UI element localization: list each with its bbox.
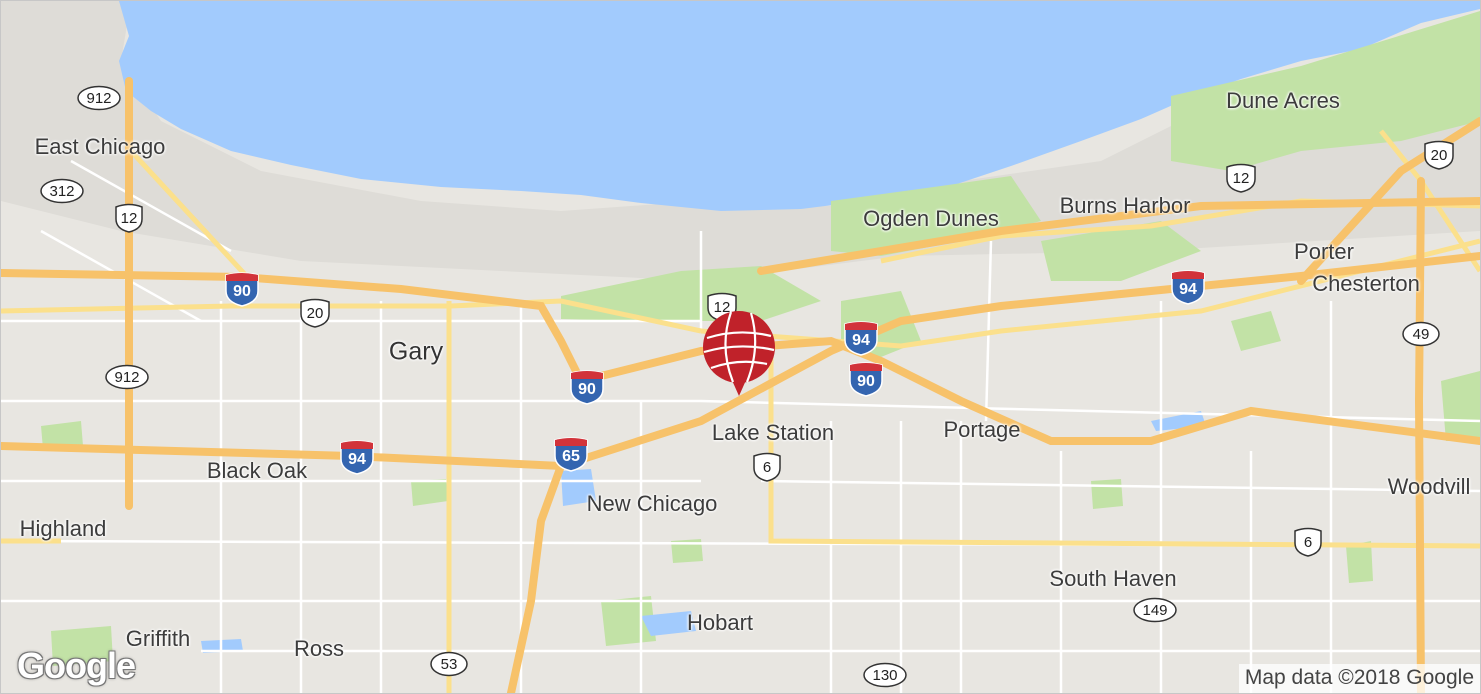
state-shield-icon: [1133, 597, 1177, 623]
state-route-shield: 912: [104, 364, 150, 390]
us-shield-icon: [1226, 163, 1256, 193]
place-label-south-haven: South Haven: [1049, 566, 1177, 591]
us-shield-icon: [300, 298, 330, 328]
place-label-ogden-dunes: Ogden Dunes: [863, 206, 999, 231]
globe-pin-icon[interactable]: [701, 310, 777, 398]
google-logo[interactable]: Google: [17, 645, 136, 686]
state-route-shield: 312: [39, 178, 85, 204]
state-shield-icon: [1402, 321, 1440, 347]
interstate-shield-icon: [570, 370, 604, 405]
interstate-shield-icon: [844, 321, 878, 356]
place-label-woodville: Woodvill: [1387, 474, 1471, 499]
place-label-new-chicago: New Chicago: [586, 491, 718, 516]
us-route-shield: 20: [298, 298, 332, 328]
place-label-portage: Portage: [943, 417, 1021, 442]
state-shield-icon: [430, 651, 468, 677]
place-label-hobart: Hobart: [686, 610, 754, 635]
state-shield-icon: [77, 85, 121, 111]
map-attribution: Map data ©2018 Google: [1238, 664, 1480, 693]
state-route-shield: 130: [862, 662, 908, 688]
place-label-black-oak: Black Oak: [206, 458, 308, 483]
state-route-shield: 53: [429, 651, 469, 677]
interstate-shield-icon: [554, 437, 588, 472]
place-label-east-chicago: East Chicago: [34, 134, 166, 159]
interstate-shield: 90: [224, 271, 260, 307]
us-shield-icon: [753, 452, 781, 482]
place-label-gary: Gary: [388, 337, 444, 366]
us-route-shield: 6: [1292, 527, 1324, 557]
interstate-shield-icon: [849, 362, 883, 397]
place-label-dune-acres: Dune Acres: [1226, 88, 1340, 113]
place-label-lake-station: Lake Station: [711, 420, 835, 445]
interstate-shield-icon: [340, 440, 374, 475]
place-label-chesterton: Chesterton: [1312, 271, 1420, 296]
state-route-shield: 912: [76, 85, 122, 111]
us-route-shield: 12: [1224, 163, 1258, 193]
interstate-shield: 90: [569, 369, 605, 405]
place-label-ross: Ross: [293, 636, 345, 661]
state-route-shield: 49: [1401, 321, 1441, 347]
us-route-shield: 12: [113, 203, 145, 233]
us-shield-icon: [1424, 140, 1454, 170]
state-shield-icon: [105, 364, 149, 390]
us-shield-icon: [115, 203, 143, 233]
place-label-porter: Porter: [1294, 239, 1354, 264]
interstate-shield-icon: [225, 272, 259, 307]
place-label-burns-harbor: Burns Harbor: [1059, 193, 1191, 218]
us-route-shield: 20: [1422, 140, 1456, 170]
place-label-highland: Highland: [19, 516, 107, 541]
interstate-shield: 94: [339, 439, 375, 475]
us-shield-icon: [1294, 527, 1322, 557]
us-route-shield: 6: [751, 452, 783, 482]
state-shield-icon: [40, 178, 84, 204]
place-label-griffith: Griffith: [125, 626, 191, 651]
interstate-shield: 94: [1170, 269, 1206, 305]
interstate-shield: 94: [843, 320, 879, 356]
state-route-shield: 149: [1132, 597, 1178, 623]
interstate-shield-icon: [1171, 270, 1205, 305]
interstate-shield: 90: [848, 361, 884, 397]
interstate-shield: 65: [553, 436, 589, 472]
state-shield-icon: [863, 662, 907, 688]
